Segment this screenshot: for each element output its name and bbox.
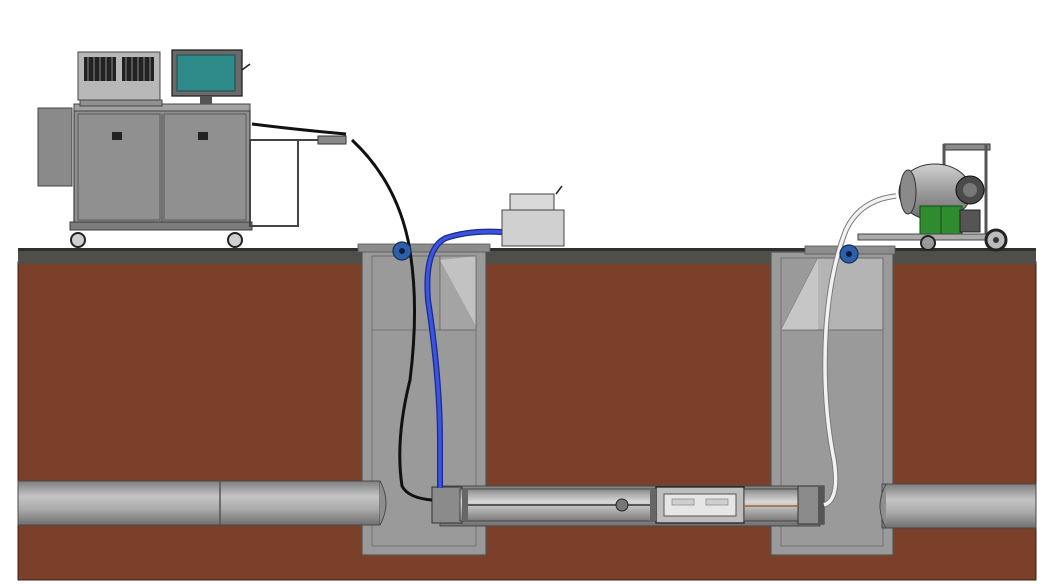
sewer-pipe-right bbox=[879, 483, 1037, 529]
compressor-box-icon bbox=[501, 185, 565, 247]
black-cable bbox=[251, 122, 433, 502]
blue-hose bbox=[424, 228, 503, 488]
packer-device-icon bbox=[431, 485, 825, 525]
monitor-icon bbox=[171, 49, 251, 104]
control-cart-icon bbox=[37, 51, 347, 248]
left-guide-roller-icon bbox=[392, 241, 412, 261]
sewer-pipe-left bbox=[17, 480, 387, 526]
pressure-tank-trolley-icon bbox=[857, 143, 1008, 252]
right-guide-roller-icon bbox=[839, 244, 859, 264]
white-hose bbox=[822, 193, 897, 508]
